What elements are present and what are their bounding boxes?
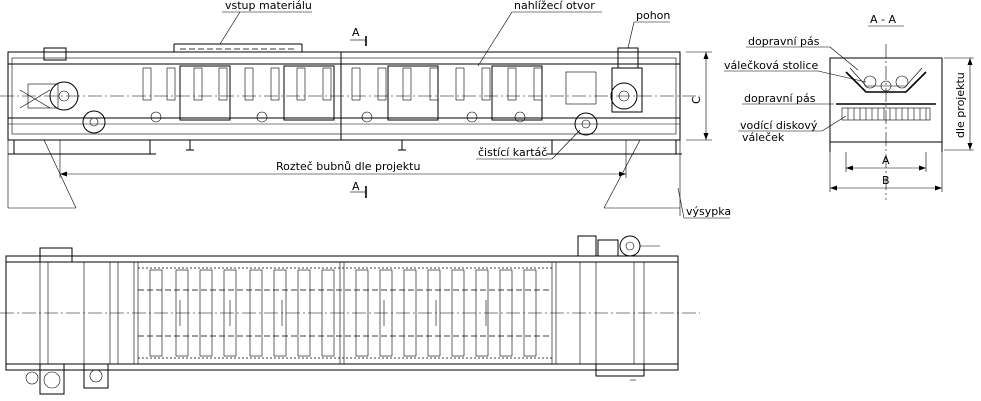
label-drive: pohon [636,9,670,22]
section-dimensions [829,57,974,192]
label-roller-station: válečková stolice [724,59,819,72]
side-view: vstup materiálu nahlížecí otvor pohon A … [0,0,731,219]
side-view-drive-drum [565,47,643,136]
label-guide-disc-roller-2: váleček [742,131,785,144]
label-cleaning-brush: čistící kartáč [478,146,547,159]
label-dim-a: A [882,154,890,167]
label-discharge: výsypka [686,205,731,218]
label-material-inlet: vstup materiálu [225,0,312,12]
guide-disc-roller [841,107,931,121]
label-guide-disc-roller-1: vodící diskový [740,119,818,132]
section-view-a-a: A - A [724,13,974,200]
section-leaders [724,46,867,132]
side-view-leaders [219,11,730,219]
side-view-legs [8,140,682,155]
discharge-lines [7,139,681,216]
troughed-belt [845,71,927,93]
side-view-tail-drum [19,47,106,134]
material-inlet [173,43,303,52]
section-title: A - A [870,13,896,26]
plan-roller-stations [133,261,557,365]
label-dim-b: B [882,174,890,187]
cleaning-brush-shape [574,112,598,136]
section-mark-bottom: A [352,180,360,193]
plan-view [0,235,700,395]
label-height: dle projektu [954,72,967,138]
label-inspection-opening: nahlížecí otvor [514,0,595,12]
inspection-opening-right [565,71,597,105]
section-mark-top: A [352,26,360,39]
drum-pitch-dimension [59,140,627,178]
label-drum-pitch: Rozteč bubnů dle projektu [276,160,420,173]
section-cut-marks [350,36,367,198]
dimension-c [686,51,712,141]
label-dimension-c: C [690,96,703,104]
side-view-roller-stations [142,52,543,140]
label-conveyor-belt-bottom: dopravní pás [744,92,816,105]
label-conveyor-belt-top: dopravní pás [748,35,820,48]
